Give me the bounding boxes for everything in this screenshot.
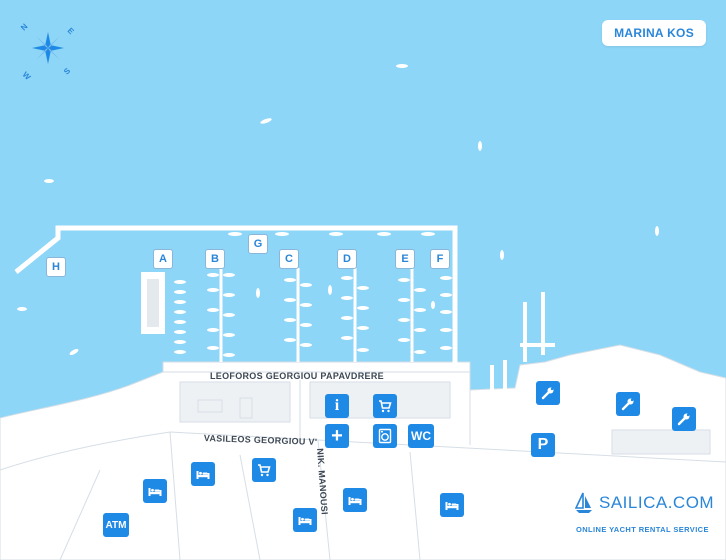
compass-s: S [62,66,73,77]
pier-label-d[interactable]: D [337,249,357,269]
atm-icon[interactable]: ATM [103,513,129,537]
parking-icon[interactable]: P [531,433,555,457]
wrench-icon[interactable] [672,407,696,431]
wc-icon[interactable]: WC [408,424,434,448]
breakwater [14,225,458,365]
hotel-bed-icon[interactable] [343,488,367,512]
map-title: MARINA KOS [602,20,706,46]
boats [17,64,659,357]
first-aid-icon[interactable]: + [325,424,349,448]
info-icon[interactable]: i [325,394,349,418]
hotel-bed-icon[interactable] [440,493,464,517]
brand-tagline: ONLINE YACHT RENTAL SERVICE [576,525,709,534]
inner-pier-building [147,279,159,327]
hotel-bed-icon[interactable] [191,462,215,486]
brand-logo[interactable]: SAILICA.COM [575,492,714,514]
pier-label-c[interactable]: C [279,249,299,269]
sailboat-icon [575,492,592,513]
brand-name: SAILICA.COM [599,493,715,512]
compass-n: N [19,22,30,33]
compass-e: E [66,26,77,37]
wrench-icon[interactable] [616,392,640,416]
east-jetties [490,292,555,398]
pier-label-g[interactable]: G [248,234,268,254]
pier-spines [219,268,414,362]
hotel-bed-icon[interactable] [143,479,167,503]
hotel-bed-icon[interactable] [293,508,317,532]
pier-label-e[interactable]: E [395,249,415,269]
road-label-papavdrere: LEOFOROS GEORGIOU PAPAVDRERE [210,371,384,381]
pier-label-f[interactable]: F [430,249,450,269]
laundry-icon[interactable] [373,424,397,448]
pier-label-a[interactable]: A [153,249,173,269]
shopping-cart-icon[interactable] [373,394,397,418]
roads [0,371,726,560]
pier-label-b[interactable]: B [205,249,225,269]
wrench-icon[interactable] [536,381,560,405]
pier-label-h[interactable]: H [46,257,66,277]
shopping-cart-icon[interactable] [252,458,276,482]
